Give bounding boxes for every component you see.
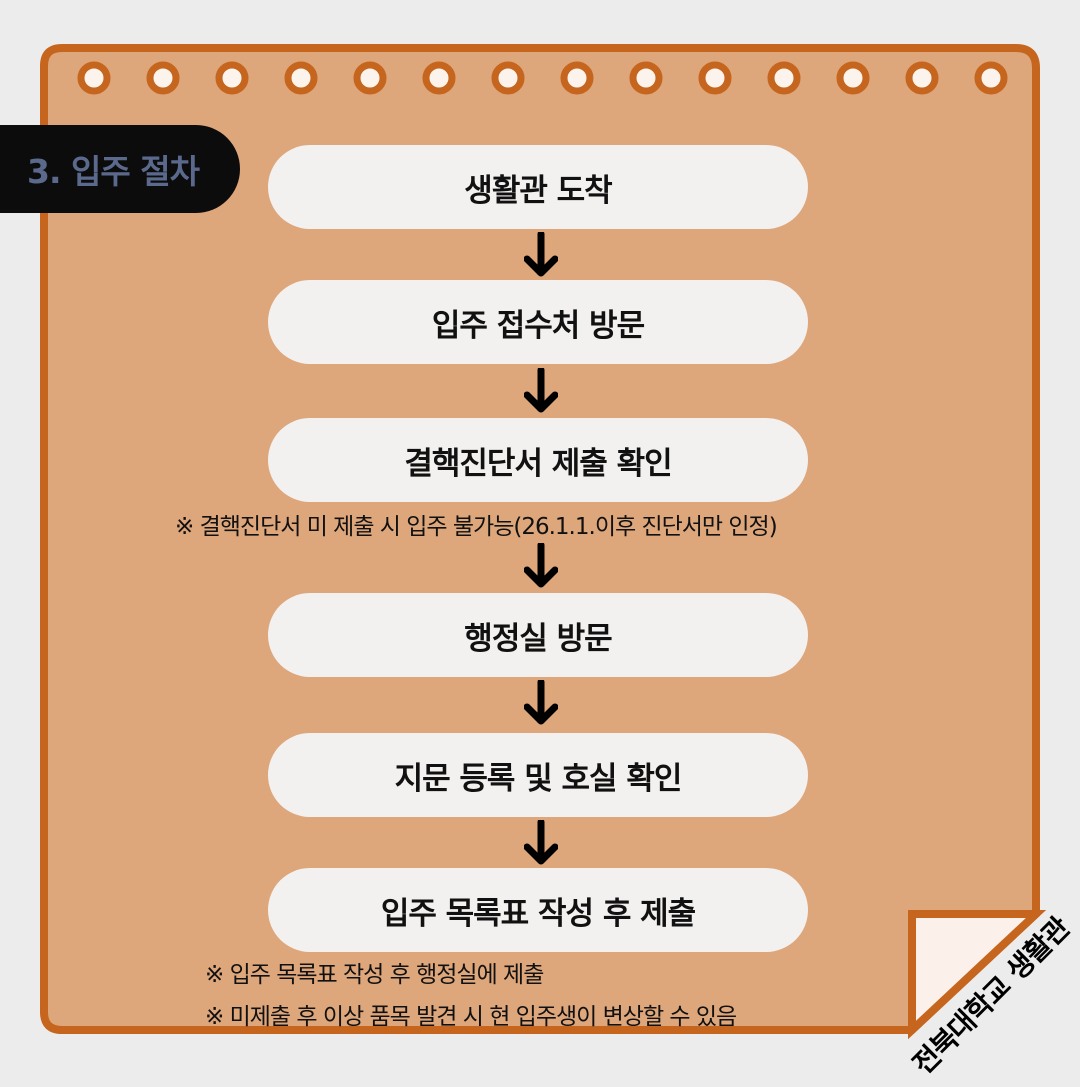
binder-ring-icon bbox=[560, 61, 594, 95]
page-curl bbox=[908, 910, 1047, 1040]
arrow-down-icon bbox=[524, 820, 558, 865]
binder-ring-icon bbox=[353, 61, 387, 95]
binder-ring-icon bbox=[974, 61, 1008, 95]
section-title: 3. 입주 절차 bbox=[27, 152, 200, 191]
arrow-down-icon bbox=[524, 543, 558, 588]
binder-ring-icon bbox=[215, 61, 249, 95]
arrow-down-icon bbox=[524, 680, 558, 725]
binder-ring-icon bbox=[767, 61, 801, 95]
step-reception: 입주 접수처 방문 bbox=[268, 280, 808, 364]
binder-ring-icon bbox=[77, 61, 111, 95]
binder-ring-icon bbox=[698, 61, 732, 95]
binder-ring-icon bbox=[146, 61, 180, 95]
binder-ring-icon bbox=[422, 61, 456, 95]
binder-ring-icon bbox=[629, 61, 663, 95]
step-arrive: 생활관 도착 bbox=[268, 145, 808, 229]
binder-ring-icon bbox=[284, 61, 318, 95]
step-admin-office: 행정실 방문 bbox=[268, 593, 808, 677]
binder-ring-icon bbox=[836, 61, 870, 95]
note-tb-certificate: ※ 결핵진단서 미 제출 시 입주 불가능(26.1.1.이후 진단서만 인정) bbox=[175, 514, 778, 540]
arrow-down-icon bbox=[524, 368, 558, 413]
section-tag: 3. 입주 절차 bbox=[0, 125, 240, 213]
binder-ring-icon bbox=[491, 61, 525, 95]
binder-rings bbox=[77, 61, 1008, 95]
note-checklist-warning: ※ 미제출 후 이상 품목 발견 시 현 입주생이 변상할 수 있음 bbox=[205, 1004, 737, 1030]
binder-ring-icon bbox=[905, 61, 939, 95]
note-checklist-submit: ※ 입주 목록표 작성 후 행정실에 제출 bbox=[205, 962, 544, 988]
arrow-down-icon bbox=[524, 232, 558, 277]
step-checklist: 입주 목록표 작성 후 제출 bbox=[268, 868, 808, 952]
step-fingerprint: 지문 등록 및 호실 확인 bbox=[268, 733, 808, 817]
step-tb-check: 결핵진단서 제출 확인 bbox=[268, 418, 808, 502]
